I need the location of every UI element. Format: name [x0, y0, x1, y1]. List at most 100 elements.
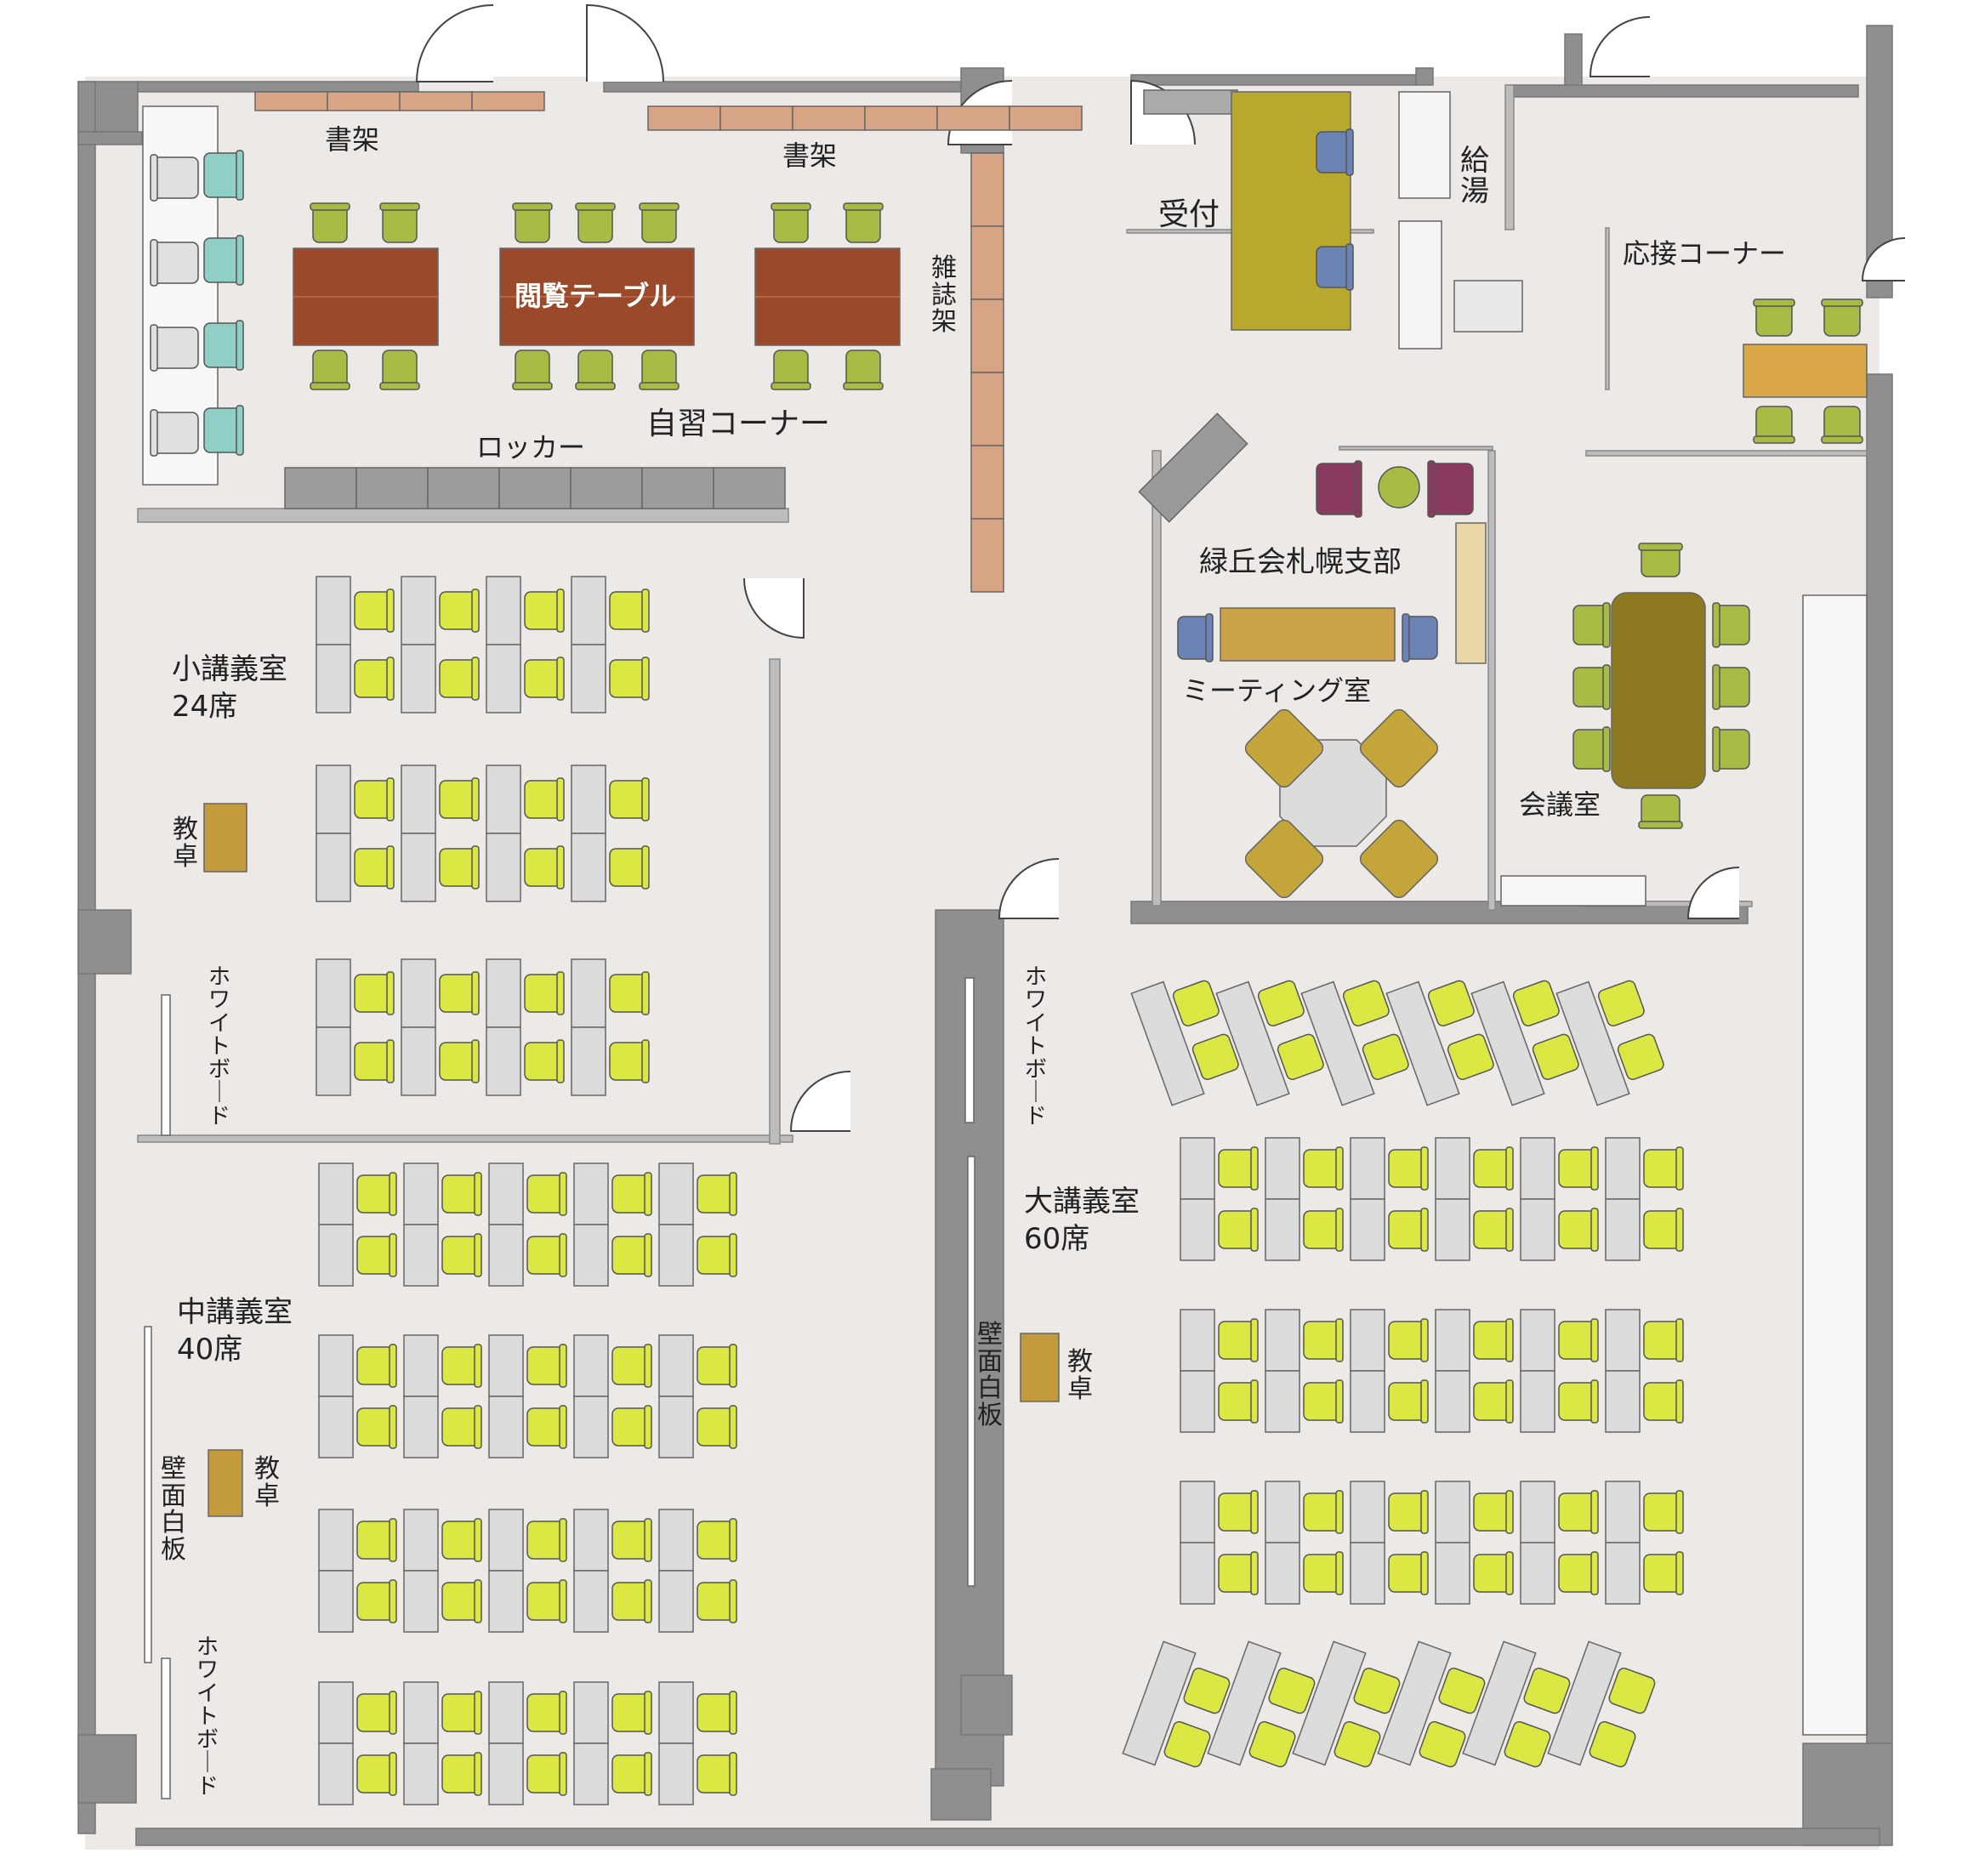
medium-a-desk-2-1: [488, 1224, 524, 1287]
copy-machine: [1453, 280, 1523, 333]
reception-rack: [1143, 89, 1238, 115]
medium-a-desk-2-0: [488, 1163, 524, 1225]
medium-c-desk-0-0: [318, 1509, 354, 1572]
kitchen-counter: [1398, 220, 1442, 350]
large-b-chair-5-1: [1643, 1379, 1684, 1424]
large-b-desk-4-0: [1520, 1309, 1555, 1372]
small-a-desk-1-0: [401, 576, 436, 645]
medium-c-chair-0-0: [356, 1518, 397, 1562]
branch-desk: [1220, 607, 1396, 662]
small-c-desk-0-0: [316, 958, 351, 1028]
small-a-chair-1-0: [439, 588, 480, 633]
medium-d-desk-3-0: [573, 1681, 609, 1744]
small-c-desk-2-1: [486, 1026, 521, 1096]
carrel-chair-1: [203, 235, 244, 286]
medium-d-desk-4-1: [658, 1742, 694, 1805]
medium-b-chair-1-1: [441, 1405, 482, 1449]
locker-2: [427, 467, 500, 509]
large-front-row-3: [1385, 980, 1494, 1106]
medium-a-chair-4-1: [697, 1233, 737, 1277]
small-c-desk-1-0: [401, 958, 436, 1028]
whiteboard-small-label: ホ ワ イ ト ボ ｜ ド: [208, 964, 230, 1129]
medium-c-chair-1-0: [441, 1518, 482, 1562]
large-c-desk-0-0: [1180, 1481, 1215, 1543]
large-c-desk-5-0: [1605, 1481, 1641, 1543]
reading-chair-top-3: [575, 202, 616, 243]
large-b-chair-4-0: [1558, 1318, 1599, 1362]
wall-board-medium: [144, 1326, 152, 1663]
medium-a-chair-0-1: [356, 1233, 397, 1277]
branch-shelf: [1138, 412, 1248, 523]
medium-a-chair-2-0: [526, 1172, 567, 1216]
large-b-chair-3-0: [1473, 1318, 1514, 1362]
wall-6: [603, 81, 962, 93]
small-c-chair-0-1: [354, 1039, 395, 1083]
reception-corner-chair-top-1: [1821, 298, 1863, 337]
large-c-desk-3-0: [1435, 1481, 1470, 1543]
medium-b-desk-3-1: [573, 1396, 609, 1458]
medium-b-desk-0-0: [318, 1334, 354, 1397]
conference-chair-right-1: [1712, 664, 1750, 710]
reading-chair-bottom-1: [379, 350, 420, 390]
reception-label: 受付: [1158, 197, 1220, 232]
large-a-chair-0-0: [1218, 1146, 1259, 1191]
large-b-chair-1-1: [1303, 1379, 1344, 1424]
medium-b-desk-4-0: [658, 1334, 694, 1397]
small-a-desk-1-1: [401, 644, 436, 713]
podium-large-label: 教 卓: [1067, 1347, 1093, 1404]
small-b-chair-0-1: [354, 845, 395, 890]
large-back-row-5: [1547, 1640, 1656, 1768]
meeting-chair-0: [1244, 708, 1324, 788]
large-back-row-2: [1292, 1640, 1401, 1768]
medium-b-chair-3-0: [611, 1344, 652, 1388]
large-c-desk-5-1: [1605, 1542, 1641, 1605]
partition-5: [1504, 84, 1515, 230]
medium-b-chair-0-1: [356, 1405, 397, 1449]
large-back-row-0: [1122, 1640, 1231, 1768]
conference-chair-bottom: [1638, 794, 1683, 829]
branch-chair-left: [1177, 613, 1214, 662]
magazine-rack-3: [970, 372, 1004, 446]
large-c-chair-3-1: [1473, 1551, 1514, 1595]
large-b-chair-1-0: [1303, 1318, 1344, 1362]
medium-a-chair-4-0: [697, 1172, 737, 1216]
carrel-chair-2: [203, 320, 244, 371]
small-b-desk-3-0: [571, 765, 606, 834]
medium-b-desk-4-1: [658, 1396, 694, 1458]
branch-chair-right: [1402, 613, 1438, 662]
large-b-chair-0-0: [1218, 1318, 1259, 1362]
large-c-chair-0-1: [1218, 1551, 1259, 1595]
podium-medium: [208, 1449, 243, 1517]
reading-table-label: 閲覧テーブル: [515, 280, 677, 312]
conference-chair-top: [1638, 543, 1683, 577]
large-front-row-2: [1300, 980, 1409, 1106]
locker-label: ロッカー: [476, 431, 586, 463]
large-a-chair-3-0: [1473, 1146, 1514, 1191]
window-strip: [1802, 594, 1868, 1736]
large-c-chair-5-1: [1643, 1551, 1684, 1595]
wall-board-large: [967, 1156, 975, 1587]
medium-a-desk-1-0: [403, 1163, 439, 1225]
conference-chair-right-0: [1712, 602, 1750, 648]
small-c-desk-0-1: [316, 1026, 351, 1096]
large-b-desk-1-1: [1265, 1370, 1300, 1433]
medium-room-seats: 40席: [177, 1333, 243, 1367]
bookshelf-left-1: [327, 91, 401, 111]
meeting-chair-1: [1359, 708, 1439, 788]
reading-chair-bottom-3: [575, 350, 616, 390]
medium-c-desk-2-0: [488, 1509, 524, 1572]
large-c-desk-3-1: [1435, 1542, 1470, 1605]
wall-9: [1415, 67, 1434, 86]
medium-d-desk-3-1: [573, 1742, 609, 1805]
large-a-chair-1-1: [1303, 1208, 1344, 1252]
wall-8: [1130, 74, 1417, 86]
large-b-desk-5-0: [1605, 1309, 1641, 1372]
reading-chair-top-2: [512, 202, 553, 243]
medium-c-desk-4-1: [658, 1570, 694, 1633]
large-c-chair-0-0: [1218, 1490, 1259, 1534]
reading-chair-top-5: [771, 202, 811, 243]
large-a-desk-0-1: [1180, 1198, 1215, 1261]
magazine-rack-2: [970, 298, 1004, 373]
kitchen-sink: [1398, 91, 1451, 199]
door-small-room: [743, 577, 805, 640]
